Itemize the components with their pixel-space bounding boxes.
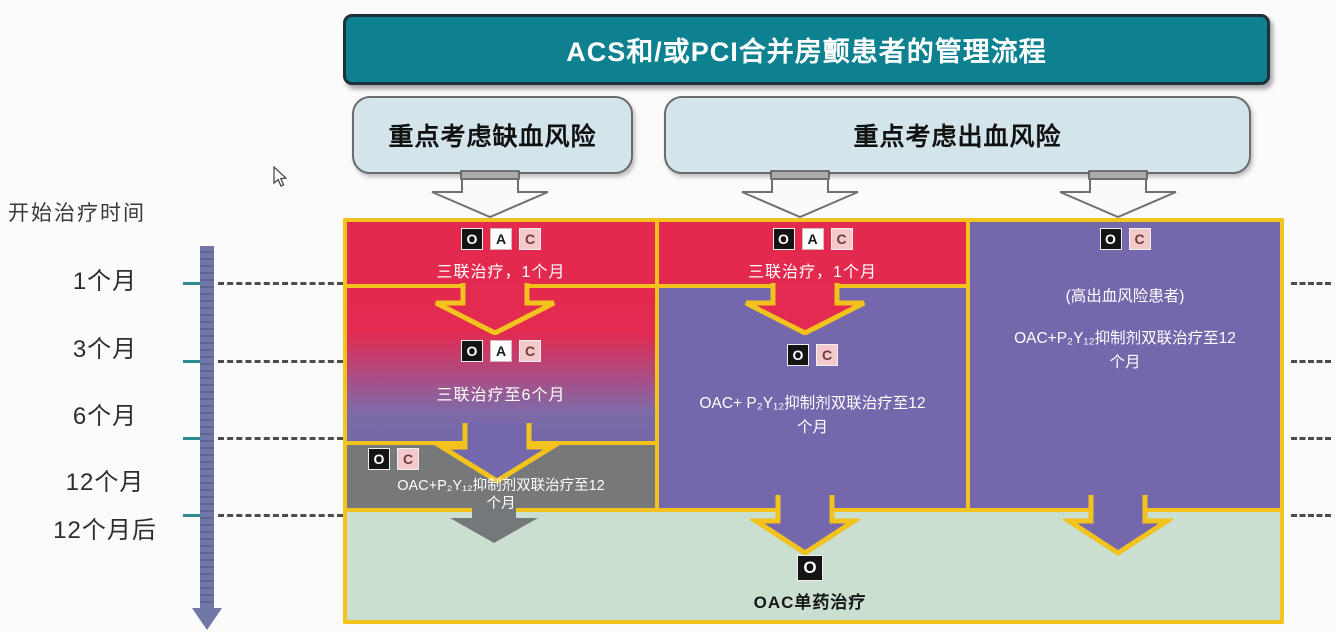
drug-chip-row: O A C [659,228,966,250]
ischemia-dual-12m-label: OAC+P₂Y₁₂抑制剂双联治疗至12 个月 [347,477,655,513]
drug-chip-row: O A C [347,340,655,362]
flow-arrow-down-icon [740,274,870,340]
gridline-dashed [218,437,343,440]
gridline-dashed [1291,437,1331,440]
p2y12-chip: C [830,228,853,250]
timeline-mark-1m: 1个月 [72,268,138,295]
gridline-dashed [218,360,343,363]
title-banner: ACS和/或PCI合并房颤患者的管理流程 [343,14,1270,85]
block-arrow-down-icon [730,170,870,225]
label-line: 个月 [1109,354,1141,371]
aspirin-chip: A [801,228,824,250]
p2y12-chip: C [397,448,419,470]
timeline-tick [183,360,203,363]
bleeding-dual-12m-label: OAC+ P₂Y₁₂抑制剂双联治疗至12 个月 [659,392,966,440]
high-bleeding-dual-12m-section [970,222,1280,512]
drug-chip-row: O A C [347,228,655,250]
ischemia-triple-1m-label: 三联治疗，1个月 [436,264,566,281]
divider-line [655,222,659,512]
flow-arrow-down-icon [430,274,560,340]
timeline-mark-3m: 3个月 [72,336,138,363]
high-bleeding-note: (高出血风险患者) [1065,288,1185,305]
timeline-mark-12m: 12个月 [65,469,145,496]
aspirin-chip: A [490,340,512,362]
gridline-dashed [218,282,343,285]
oac-chip: O [797,555,823,581]
bleeding-triple-1m-label: 三联治疗，1个月 [748,264,877,281]
timeline-mark-after12m: 12个月后 [53,517,157,544]
high-bleeding-dual-12m-label: OAC+P₂Y₁₂抑制剂双联治疗至12 个月 [970,327,1280,375]
label-line: OAC+P₂Y₁₂抑制剂双联治疗至12 [1014,330,1236,347]
label-line: OAC+ P₂Y₁₂抑制剂双联治疗至12 [699,395,926,412]
timeline-header: 开始治疗时间 [8,202,146,225]
p2y12-chip: C [1128,228,1151,250]
timeline-tick [183,282,203,285]
block-arrow-down-icon [1048,170,1188,225]
divider-line [966,222,970,512]
oac-chip: O [772,228,795,250]
label-line: 个月 [796,419,828,436]
flow-arrow-down-icon [446,499,542,552]
page-title: ACS和/或PCI合并房颤患者的管理流程 [566,37,1047,67]
timeline-tick [183,514,203,517]
drug-chip-row: O C [970,228,1280,250]
oac-chip: O [461,340,483,362]
timeline-axis-arrowhead-icon [192,608,222,630]
branch-bleeding-label: 重点考虑出血风险 [853,123,1062,151]
branch-ischemia-label: 重点考虑缺血风险 [388,123,597,151]
label-line: OAC+P₂Y₁₂抑制剂双联治疗至12 [397,478,605,494]
gridline-dashed [1291,360,1331,363]
ischemia-triple-6m-label: 三联治疗至6个月 [436,387,566,404]
timeline-tick [183,437,203,440]
oac-monotherapy-label: OAC单药治疗 [753,593,867,612]
timeline-axis-arrow [200,246,214,610]
drug-chip-row: O C [659,344,966,366]
p2y12-chip: C [519,228,541,250]
p2y12-chip: C [816,344,838,366]
mouse-cursor-icon [271,165,288,193]
p2y12-chip: C [519,340,541,362]
flow-arrow-down-icon [1060,486,1176,562]
branch-bleeding-box: 重点考虑出血风险 [664,96,1251,174]
timeline-mark-6m: 6个月 [72,403,138,430]
label-line: 个月 [486,496,516,512]
flow-arrow-down-icon [747,486,863,562]
oac-chip: O [368,448,390,470]
drug-chip-row: O C [368,448,419,470]
oac-chip: O [787,344,809,366]
gridline-dashed [1291,514,1331,517]
aspirin-chip: A [490,228,512,250]
branch-ischemia-box: 重点考虑缺血风险 [352,96,633,174]
gridline-dashed [1291,282,1331,285]
oac-chip: O [1099,228,1122,250]
oac-chip: O [461,228,483,250]
block-arrow-down-icon [420,170,560,225]
gridline-dashed [218,514,343,517]
drug-chip-row: O [660,555,960,581]
